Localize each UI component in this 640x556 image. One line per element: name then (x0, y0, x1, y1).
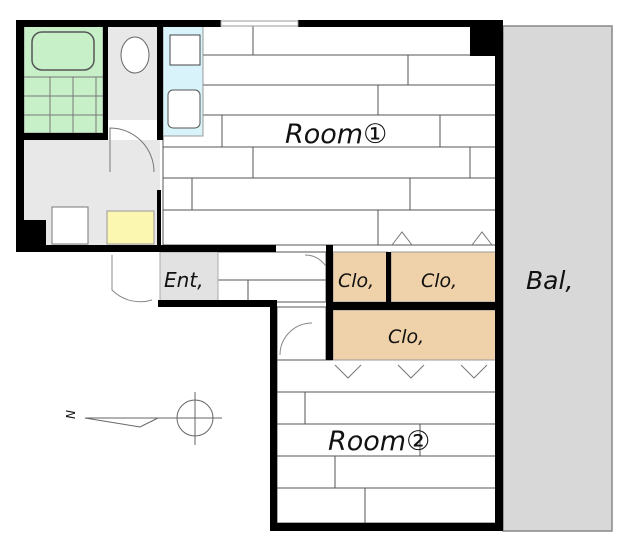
entrance-door-swing (111, 255, 153, 303)
entrance-label: Ent, (164, 268, 204, 292)
vanity-sink (106, 210, 155, 245)
stove (169, 34, 201, 66)
kitchen-sink (167, 89, 201, 129)
room2-label: Room② (328, 426, 430, 457)
closet-large-label: Clo, (421, 270, 457, 292)
closet-small-label: Clo, (338, 270, 374, 292)
closet-door-marks (334, 231, 493, 379)
washroom-door-swing (109, 127, 155, 173)
compass-icon (84, 392, 222, 445)
toilet (120, 36, 150, 74)
walls (16, 20, 503, 531)
room2-floor (276, 359, 498, 524)
entrance-floor (159, 251, 219, 303)
washing-machine (51, 206, 89, 245)
balcony-label: Bal, (526, 266, 573, 295)
closet-lower-label: Clo, (388, 326, 424, 348)
room1-floor (162, 25, 498, 246)
compass-north-label: N (63, 410, 77, 419)
closet-small (332, 251, 389, 303)
corridor-floor (217, 251, 331, 361)
bathtub (31, 31, 95, 71)
room1-label: Room① (285, 119, 387, 150)
window-top (220, 20, 299, 27)
balcony (502, 25, 613, 532)
